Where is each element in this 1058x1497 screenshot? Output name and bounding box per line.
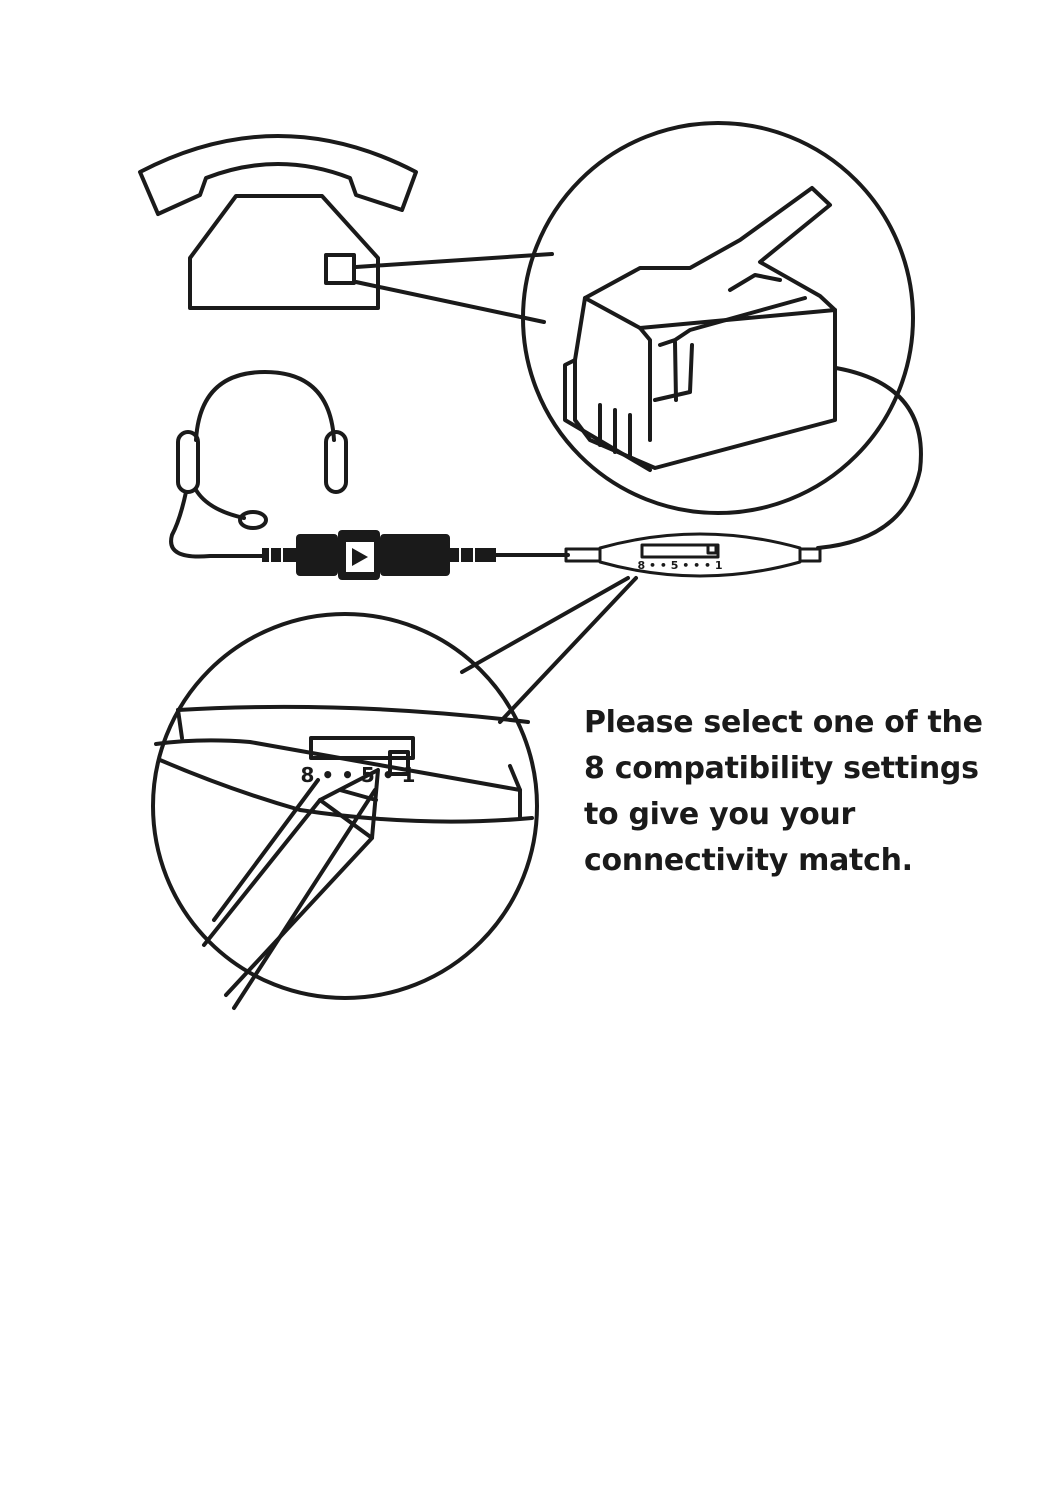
quick-disconnect-icon — [262, 530, 496, 580]
instruction-line-2: 8 compatibility settings — [584, 751, 979, 786]
pen-icon — [202, 768, 380, 1010]
headset-icon — [169, 370, 348, 559]
plug-zoom-circle — [521, 121, 923, 550]
switch-slider-zoom — [388, 750, 410, 776]
switch-slot-zoom — [309, 736, 415, 760]
instruction-line-4: connectivity match. — [584, 843, 913, 878]
instruction-line-3: to give you your — [584, 797, 855, 832]
callout-lines-bottom — [460, 576, 638, 724]
switch-zoom-circle — [151, 612, 539, 1010]
callout-lines-top — [354, 252, 554, 324]
switch-scale-zoom: 8 • • 5 • 1 — [301, 763, 416, 787]
switch-scale-small: 8 • • 5 • • • 1 — [638, 559, 723, 572]
instruction-text: Please select one of the 8 compatibility… — [584, 700, 1004, 884]
telephone-port — [324, 253, 356, 285]
instruction-line-1: Please select one of the — [584, 705, 983, 740]
switch-box-icon — [564, 532, 822, 578]
plug-cable — [816, 366, 923, 550]
rj-plug-icon — [563, 186, 837, 472]
telephone-icon — [138, 134, 418, 310]
